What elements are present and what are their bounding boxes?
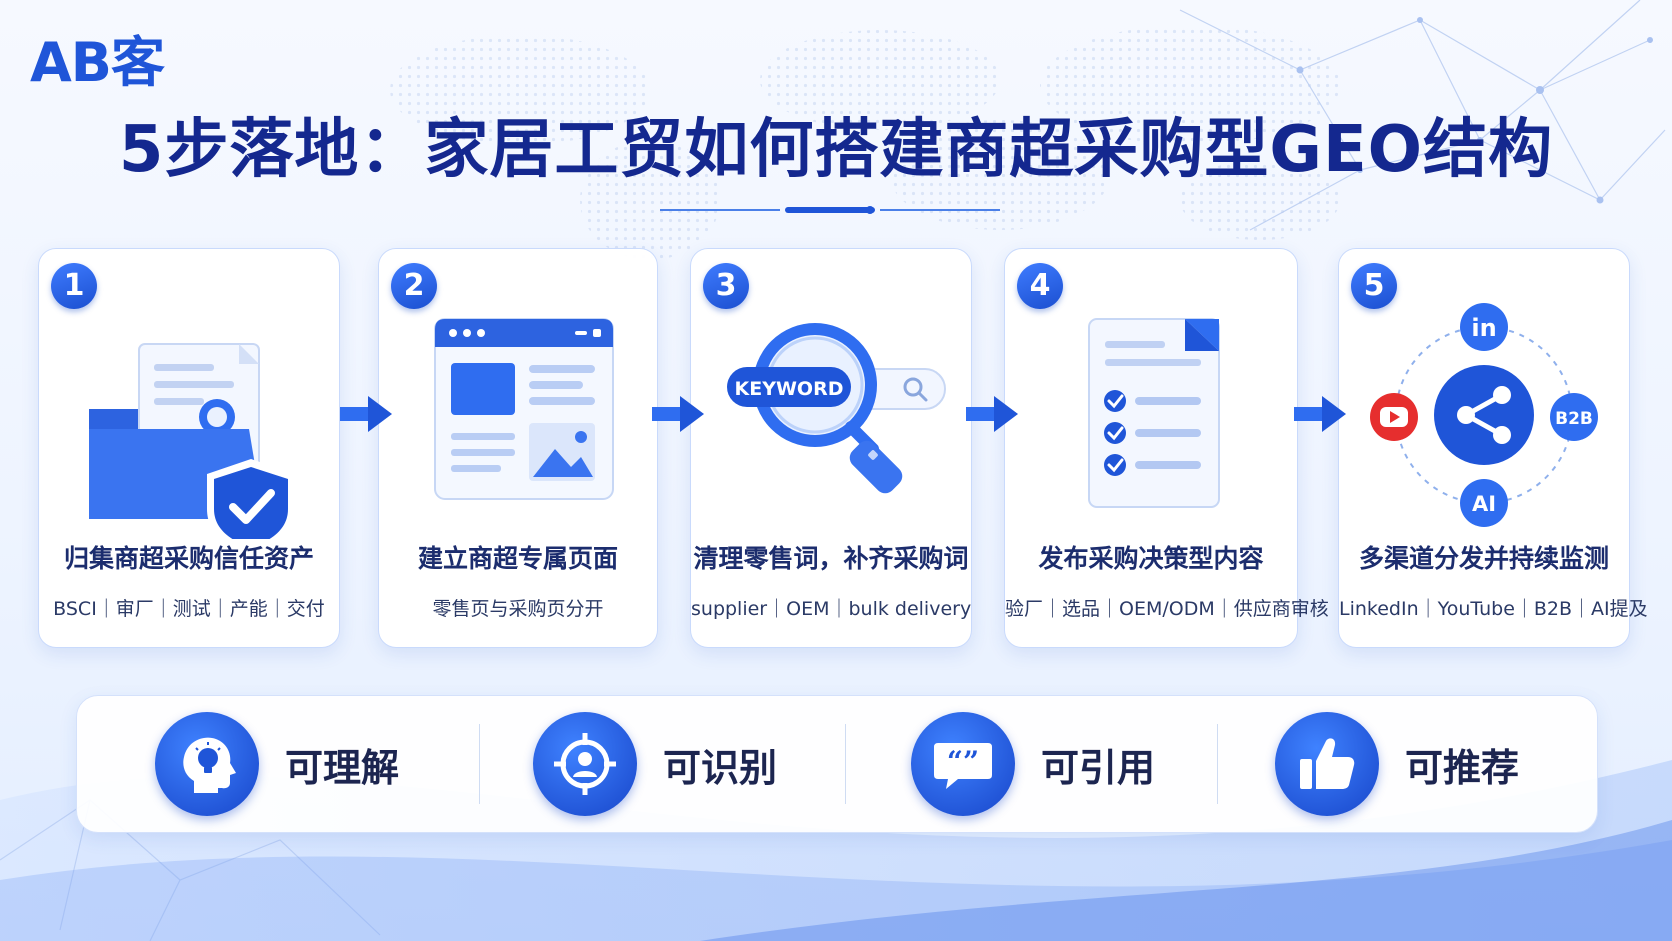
principle-label: 可理解 (285, 745, 400, 790)
step-card-3: 3 KEYWORD 清理零售词，补齐采购词 supplier｜OEM｜bulk … (690, 248, 972, 648)
target-user-icon (533, 712, 637, 816)
brand-logo: AB客 (30, 31, 165, 94)
keyword-magnifier-icon: KEYWORD (727, 323, 946, 494)
principle-label: 可引用 (1041, 745, 1156, 790)
arrow-right-icon (1294, 396, 1346, 432)
step-number-badge: 3 (703, 263, 749, 309)
step-subtitle: 验厂｜选品｜OEM/ODM｜供应商审核 (1005, 598, 1329, 620)
divider (479, 724, 480, 804)
step-title: 发布采购决策型内容 (1038, 544, 1264, 573)
thumbs-up-icon (1275, 712, 1379, 816)
folder-certificate-shield-icon (89, 343, 295, 539)
divider (845, 724, 846, 804)
keyword-tag-label: KEYWORD (735, 378, 844, 400)
share-network-icon: in B2B AI (1370, 303, 1598, 527)
step-subtitle: supplier｜OEM｜bulk delivery (691, 598, 972, 620)
svg-text:AI: AI (1472, 492, 1496, 516)
ai-icon: AI (1460, 479, 1508, 527)
youtube-icon (1370, 393, 1418, 441)
principle-understandable: 可理解 (155, 712, 399, 816)
arrow-right-icon (652, 396, 704, 432)
document-checklist-icon (1088, 318, 1220, 508)
head-lightbulb-icon (155, 712, 259, 816)
step-subtitle: BSCI｜审厂｜测试｜产能｜交付 (53, 598, 325, 620)
divider (1217, 724, 1218, 804)
step-card-4: 4 发布采购决策型内容 验厂｜选品｜OEM/ODM｜供应商审核 (1004, 248, 1329, 648)
svg-text:B2B: B2B (1555, 409, 1593, 429)
principle-label: 可推荐 (1405, 745, 1520, 790)
principle-recommendable: 可推荐 (1275, 712, 1519, 816)
step-number-badge: 2 (391, 263, 437, 309)
step-title: 多渠道分发并持续监测 (1358, 544, 1609, 573)
arrow-right-icon (966, 396, 1018, 432)
linkedin-icon: in (1460, 303, 1508, 351)
quote-bubble-icon: “” (911, 712, 1015, 816)
b2b-icon: B2B (1550, 393, 1598, 441)
step-title: 归集商超采购信任资产 (63, 544, 314, 573)
step-card-1: 1 归集商超采购信任资产 BSCI｜审厂｜测试｜产能｜交付 (38, 248, 340, 648)
step-subtitle: 零售页与采购页分开 (432, 598, 604, 620)
step-card-5: 5 in B2B AI 多渠道分发并持续监测 LinkedIn｜YouTube｜… (1338, 248, 1648, 648)
principle-identifiable: 可识别 (533, 712, 777, 816)
title-divider (660, 206, 1000, 214)
arrow-right-icon (340, 396, 392, 432)
step-number-badge: 4 (1017, 263, 1063, 309)
step-card-2: 2 建立商超专属页面 零售页与采购页分开 (378, 248, 658, 648)
step-subtitle: LinkedIn｜YouTube｜B2B｜AI提及 (1339, 598, 1648, 620)
svg-text:“”: “” (947, 745, 979, 778)
step-number-badge: 5 (1351, 263, 1397, 309)
step-title: 清理零售词，补齐采购词 (693, 544, 969, 573)
step-number-badge: 1 (51, 263, 97, 309)
principle-citable: “” 可引用 (911, 712, 1155, 816)
principle-label: 可识别 (663, 745, 778, 790)
webpage-layout-icon (434, 318, 614, 500)
page-title: 5步落地：家居工贸如何搭建商超采购型GEO结构 (118, 113, 1554, 187)
svg-text:in: in (1471, 314, 1496, 342)
step-title: 建立商超专属页面 (417, 544, 618, 573)
principles-panel: 可理解 可识别 “” 可引用 (76, 695, 1598, 833)
